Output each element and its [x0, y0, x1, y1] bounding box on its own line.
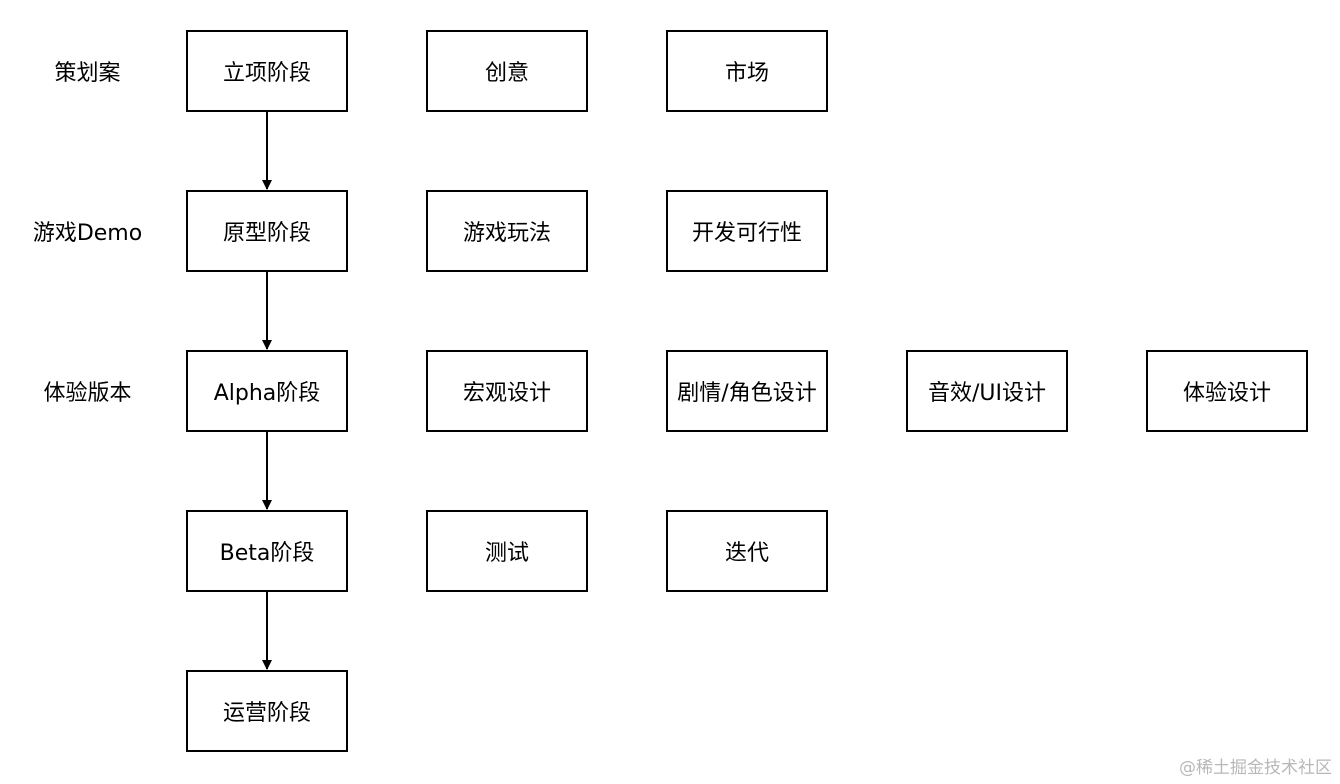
node-testing: 测试: [426, 510, 588, 592]
node-gameplay: 游戏玩法: [426, 190, 588, 272]
stage-node-alpha: Alpha阶段: [186, 350, 348, 432]
stage-node-operations: 运营阶段: [186, 670, 348, 752]
node-market: 市场: [666, 30, 828, 112]
row-label-proposal: 策划案: [54, 61, 121, 86]
stage-node-prototype: 原型阶段: [186, 190, 348, 272]
stage-node-initiation: 立项阶段: [186, 30, 348, 112]
row-label-experience-version: 体验版本: [43, 381, 132, 406]
node-macro-design: 宏观设计: [426, 350, 588, 432]
stage-node-beta: Beta阶段: [186, 510, 348, 592]
node-experience-design: 体验设计: [1146, 350, 1308, 432]
node-iteration: 迭代: [666, 510, 828, 592]
node-feasibility: 开发可行性: [666, 190, 828, 272]
node-creativity: 创意: [426, 30, 588, 112]
watermark: @稀土掘金技术社区: [1179, 758, 1332, 778]
node-story-character-design: 剧情/角色设计: [666, 350, 828, 432]
row-label-game-demo: 游戏Demo: [32, 221, 143, 246]
node-audio-ui-design: 音效/UI设计: [906, 350, 1068, 432]
